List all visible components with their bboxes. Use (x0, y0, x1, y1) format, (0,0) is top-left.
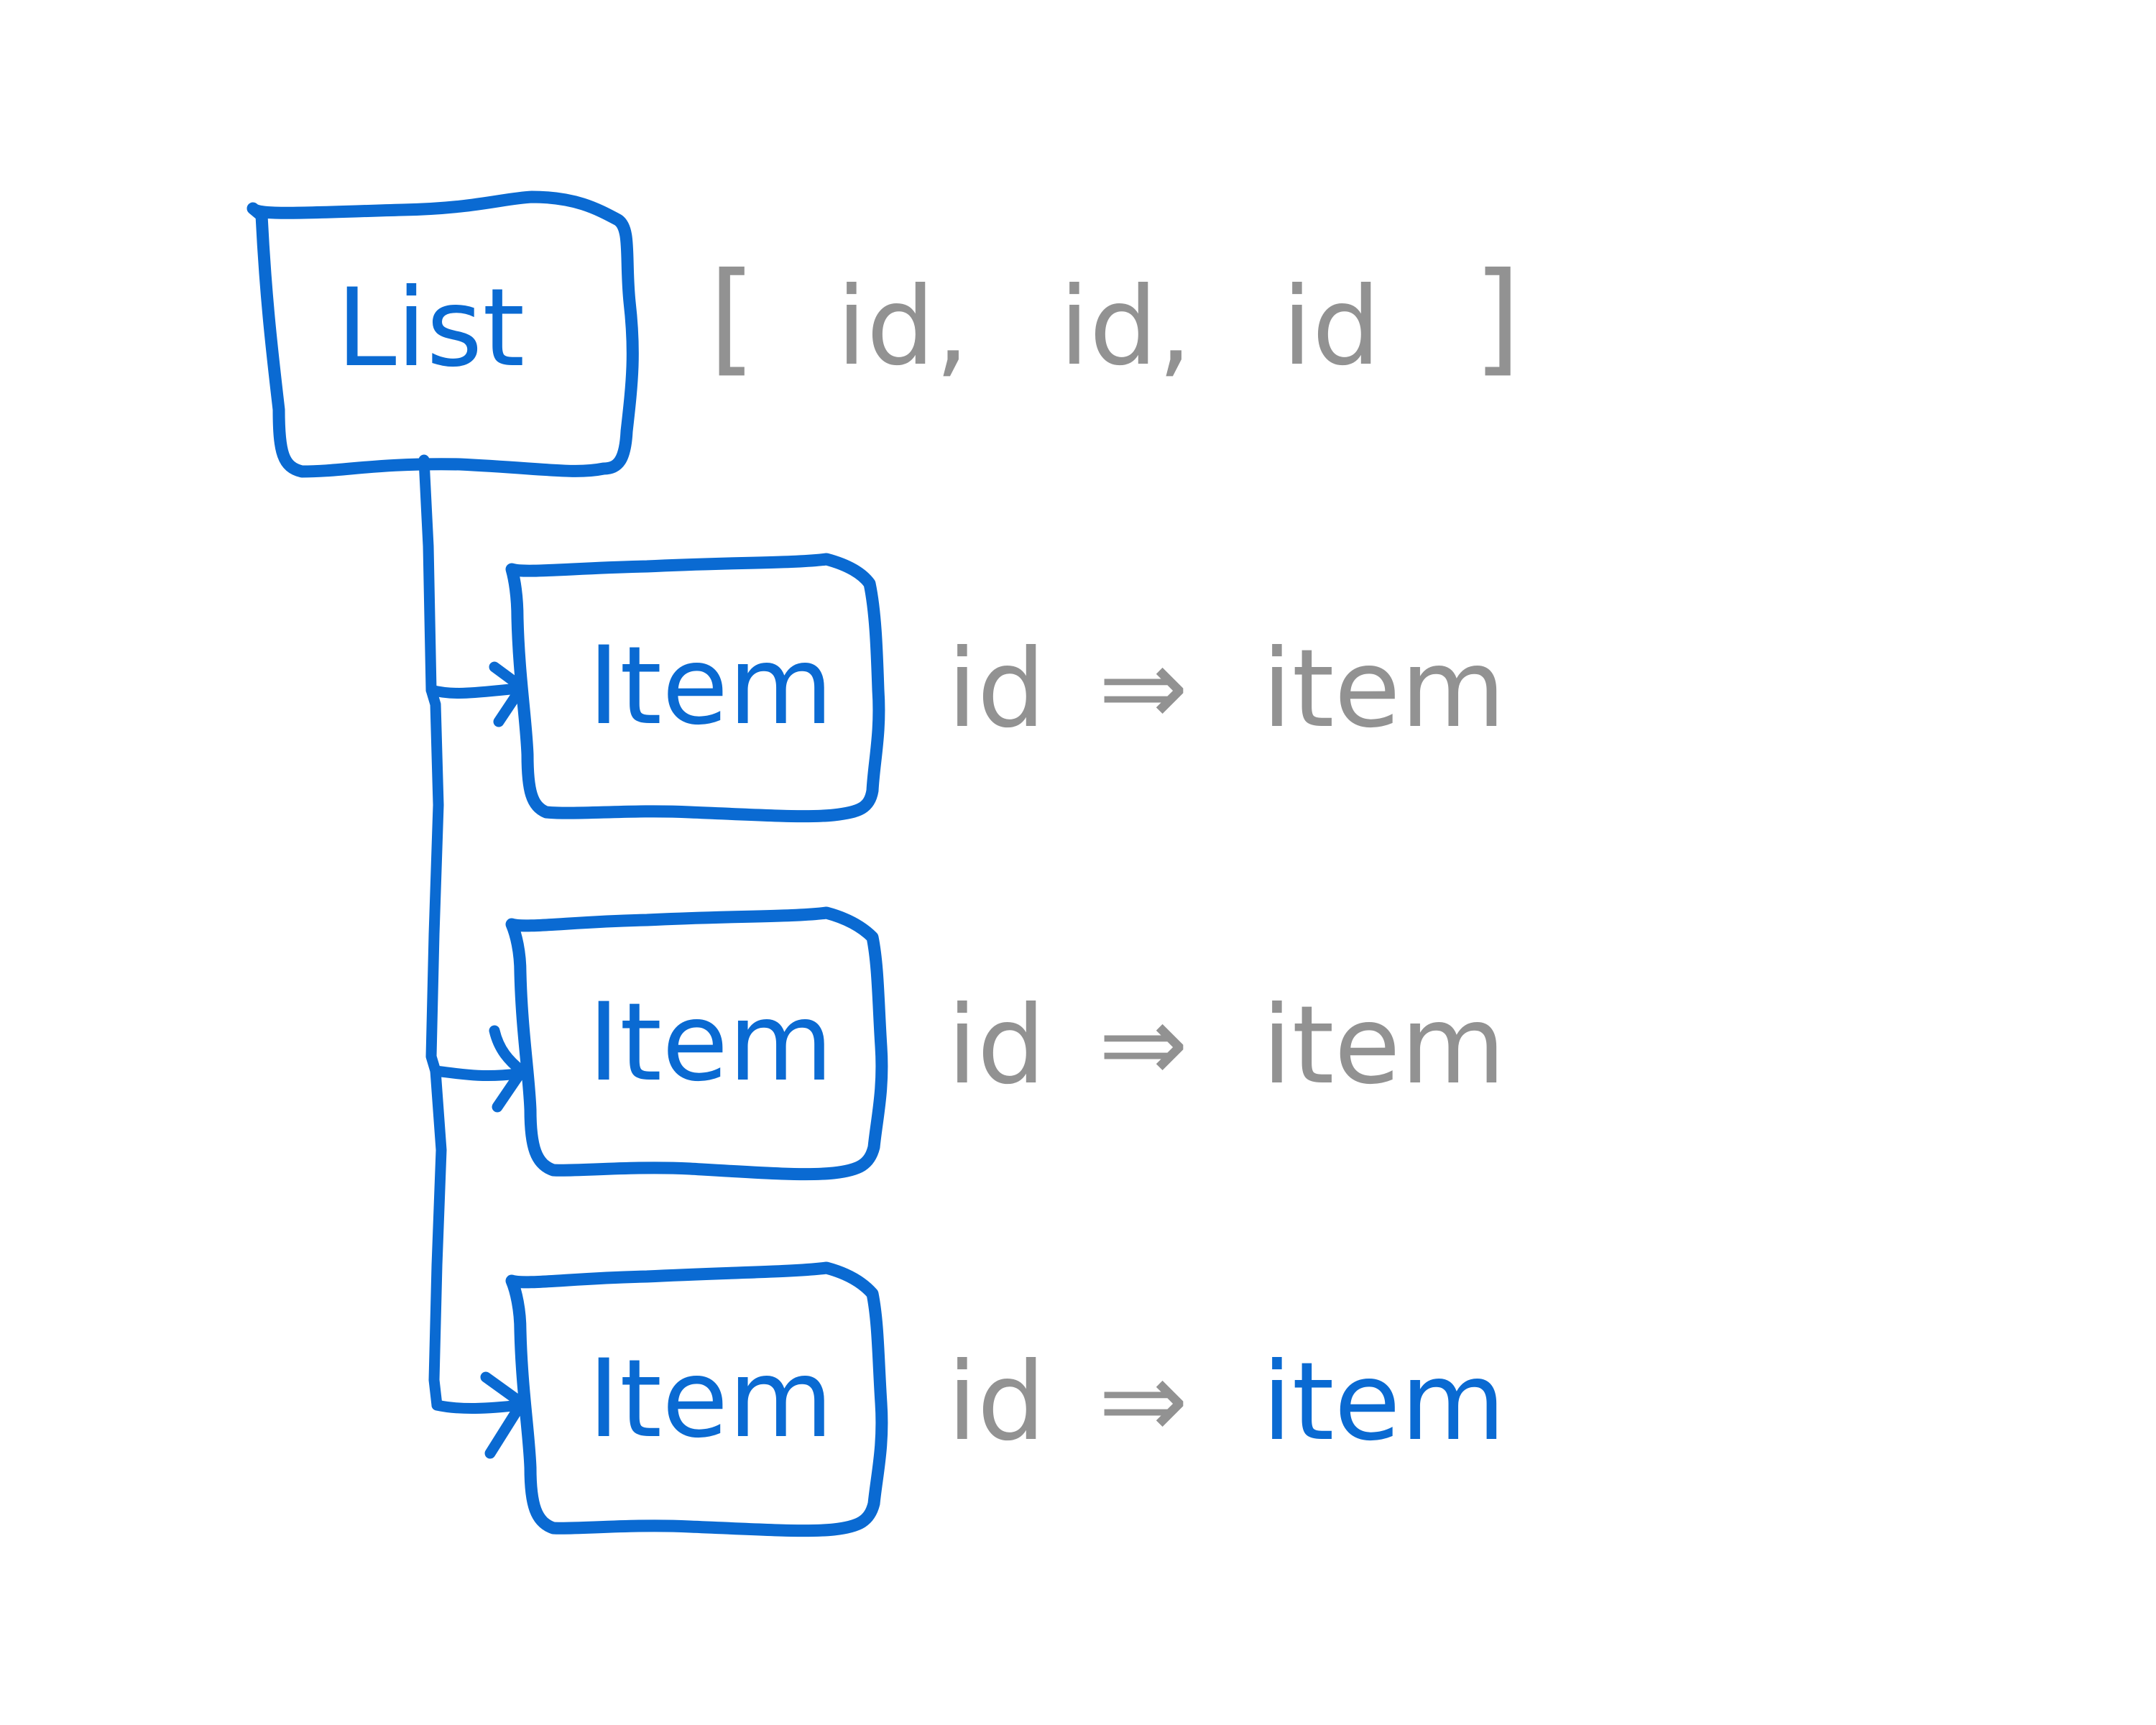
item-mapping-arrow: ⇒ (1098, 982, 1189, 1107)
item-node-box (505, 553, 885, 823)
item-node-box (505, 1261, 888, 1537)
item-mapping-2: id ⇒ item (947, 982, 1506, 1108)
item-node-3[interactable]: Item (505, 1261, 888, 1537)
list-value-id-1: id, (837, 264, 969, 390)
arrowhead-3 (480, 1371, 528, 1459)
item-mapping-key: id (947, 983, 1046, 1108)
connector-branch-3 (431, 1399, 525, 1414)
item-mapping-key: id (947, 627, 1046, 752)
item-mapping-3: id ⇒ item (947, 1338, 1506, 1465)
list-value-id-2: id, (1059, 264, 1192, 390)
item-node-label: Item (588, 1337, 833, 1462)
item-mapping-arrow: ⇒ (1098, 625, 1189, 750)
list-node[interactable]: List (247, 190, 639, 478)
connector-branch-2 (430, 1065, 523, 1082)
list-value: [ id, id, id ] (709, 247, 1521, 390)
item-node-2[interactable]: Item (505, 906, 888, 1181)
list-node-label: List (336, 266, 525, 391)
item-node-box (505, 906, 888, 1181)
tree-connector (418, 454, 528, 1459)
item-mapping-arrow: ⇒ (1098, 1338, 1189, 1463)
item-mapping-value: item (1262, 1340, 1506, 1465)
connector-trunk (418, 454, 447, 1411)
item-node-1[interactable]: Item (505, 553, 885, 823)
item-mapping-key: id (947, 1340, 1046, 1465)
list-node-box (247, 190, 639, 478)
list-value-id-3: id (1282, 264, 1381, 390)
item-node-label: Item (588, 624, 833, 749)
item-mapping-1: id ⇒ item (947, 625, 1506, 752)
arrowhead-2 (489, 1025, 528, 1113)
list-value-close-bracket: ] (1473, 247, 1521, 389)
item-mapping-value: item (1262, 983, 1506, 1108)
item-mapping-value: item (1262, 627, 1506, 752)
connector-branch-1 (425, 683, 523, 699)
list-value-open-bracket: [ (709, 247, 756, 389)
item-node-label: Item (588, 980, 833, 1105)
